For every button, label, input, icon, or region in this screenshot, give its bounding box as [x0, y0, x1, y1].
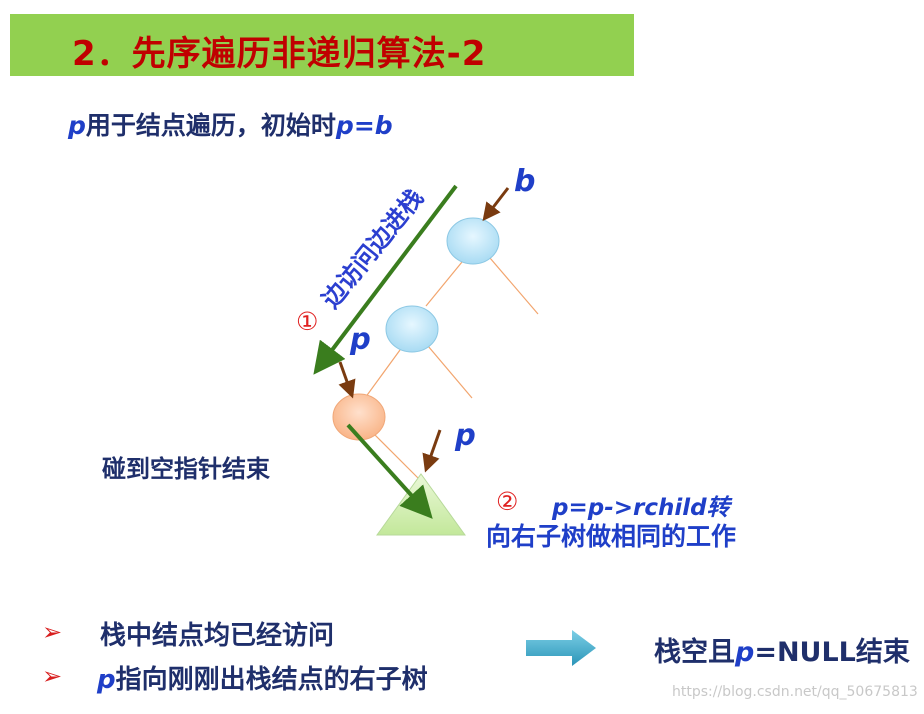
pointer-p-right-arrow [422, 429, 442, 473]
label-p-right: p [455, 418, 476, 452]
conclusion-suffix: =NULL结束 [754, 637, 910, 668]
hit-null-text: 碰到空指针结束 [102, 455, 270, 483]
edge-root-right [489, 257, 539, 315]
visit-push-arrow [313, 184, 458, 375]
to-right-subtree-arrow [346, 423, 433, 519]
page-title: 2．先序遍历非递归算法-2 [72, 34, 487, 74]
edge-root-left [425, 261, 463, 307]
bullet-item-2: p指向刚刚出栈结点的右子树 [97, 659, 428, 696]
step1-number: ① [296, 307, 319, 336]
conclusion-text: 栈空且p=NULL结束 [654, 630, 910, 669]
conclusion-prefix: 栈空且 [654, 637, 735, 668]
bullet-item-2-p: p [97, 665, 116, 695]
label-b: b [514, 164, 536, 199]
bullet-arrow-icon: ➢ [42, 662, 63, 690]
label-p-left: p [350, 322, 371, 356]
tree-node-left [385, 305, 439, 353]
bullet-arrow-icon: ➢ [42, 618, 63, 646]
intro-text: 用于结点遍历，初始时 [85, 111, 336, 140]
tree-node-root [446, 217, 500, 265]
step2-line2: 向右子树做相同的工作 [486, 522, 737, 551]
edge-mid-right [427, 345, 473, 399]
tree-node-current [332, 393, 386, 441]
result-block-arrow [526, 630, 596, 666]
step2-number: ② [496, 487, 519, 516]
pointer-b-arrow [482, 187, 510, 222]
watermark: https://blog.csdn.net/qq_50675813 [672, 684, 918, 700]
bullet-item-2-text: 指向刚刚出栈结点的右子树 [115, 665, 428, 695]
title-bar: 2．先序遍历非递归算法-2 [10, 14, 634, 76]
intro-line: p用于结点遍历，初始时p=b [68, 106, 393, 142]
edge-leaf-right [371, 431, 421, 481]
conclusion-p: p [735, 637, 755, 668]
bullet-item-1: 栈中结点均已经访问 [100, 621, 335, 651]
intro-p-eq-b: p=b [335, 111, 393, 140]
edge-mid-left [364, 349, 401, 399]
pointer-p-arrow [338, 361, 356, 399]
step2-line1: p=p->rchild转 [552, 495, 730, 521]
intro-p: p [68, 111, 86, 140]
